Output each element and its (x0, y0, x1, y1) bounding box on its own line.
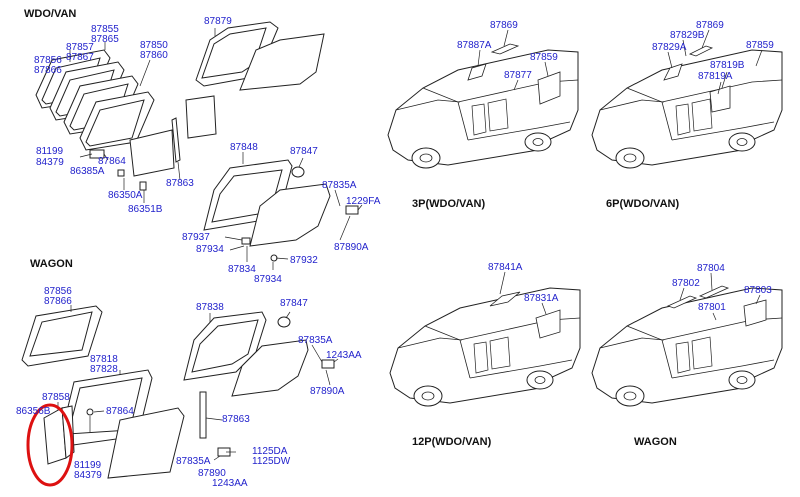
part-label: 87869 (696, 20, 724, 31)
part-label: 87866 (44, 296, 72, 307)
part-label: 87802 (672, 278, 700, 289)
part-label: 87858 (42, 392, 70, 403)
part-label: 1125DW (252, 456, 291, 467)
part-label: 87877 (504, 70, 532, 81)
caption-3p-van: 3P(WDO/VAN) (412, 198, 486, 210)
part-label: 87834 (228, 264, 256, 275)
part-label: 87801 (698, 302, 726, 313)
part-label: 87841A (488, 262, 523, 273)
part-label: 87856 (44, 286, 72, 297)
part-label: 1243AA (326, 350, 362, 361)
part-label: 87829A (652, 42, 687, 53)
part-label: 87803 (744, 285, 772, 296)
part-label: 87819A (698, 71, 733, 82)
part-label: 87934 (196, 244, 224, 255)
section-wagon-title: WAGON (30, 258, 73, 270)
part-label: 87864 (106, 406, 134, 417)
part-label: 86351B (128, 204, 163, 215)
part-label: 87818 (90, 354, 118, 365)
part-label: 81199 (74, 460, 102, 471)
part-label: 87890A (310, 386, 345, 397)
part-label: 87855 (91, 24, 119, 35)
highlight-circle (26, 403, 74, 487)
part-label: 87835A (298, 335, 333, 346)
part-label: 87890 (198, 468, 226, 479)
part-label: 87847 (280, 298, 308, 309)
part-label: 87859 (746, 40, 774, 51)
part-label: 87890A (334, 242, 369, 253)
part-label: 87850 (140, 40, 168, 51)
part-label: 87863 (166, 178, 194, 189)
part-label: 87879 (204, 16, 232, 27)
part-label: 87847 (290, 146, 318, 157)
part-label: 87859 (530, 52, 558, 63)
part-label: 87835A (176, 456, 211, 467)
part-label: 87856 (34, 55, 62, 66)
part-label: 87831A (524, 293, 559, 304)
caption-wagon: WAGON (634, 436, 677, 448)
part-label: 1243AA (212, 478, 248, 489)
part-label: 87869 (490, 20, 518, 31)
part-label: 87819B (710, 60, 745, 71)
part-label: 87829B (670, 30, 705, 41)
part-label: 87865 (91, 34, 119, 45)
part-label: 86385A (70, 166, 105, 177)
caption-12p-van: 12P(WDO/VAN) (412, 436, 492, 448)
part-label: 87860 (140, 50, 168, 61)
part-label: 87838 (196, 302, 224, 313)
caption-6p-van: 6P(WDO/VAN) (606, 198, 680, 210)
section-wdo-van-title: WDO/VAN (24, 8, 77, 20)
part-label: 87804 (697, 263, 725, 274)
part-label: 84379 (36, 157, 64, 168)
part-label: 87835A (322, 180, 357, 191)
part-label: 87828 (90, 364, 118, 375)
part-label: 87937 (182, 232, 210, 243)
part-label: 87863 (222, 414, 250, 425)
part-label: 87848 (230, 142, 258, 153)
part-label: 87866 (34, 65, 62, 76)
part-label: 86350A (108, 190, 143, 201)
part-label: 87857 (66, 42, 94, 53)
part-label: 87932 (290, 255, 318, 266)
part-label: 84379 (74, 470, 102, 481)
part-label: 81199 (36, 146, 64, 157)
part-label: 1229FA (346, 196, 381, 207)
part-label: 86356B (16, 406, 51, 417)
part-label: 1125DA (252, 446, 288, 457)
part-label: 87867 (66, 52, 94, 63)
part-label: 87864 (98, 156, 126, 167)
part-label: 87934 (254, 274, 282, 285)
part-label: 87887A (457, 40, 492, 51)
